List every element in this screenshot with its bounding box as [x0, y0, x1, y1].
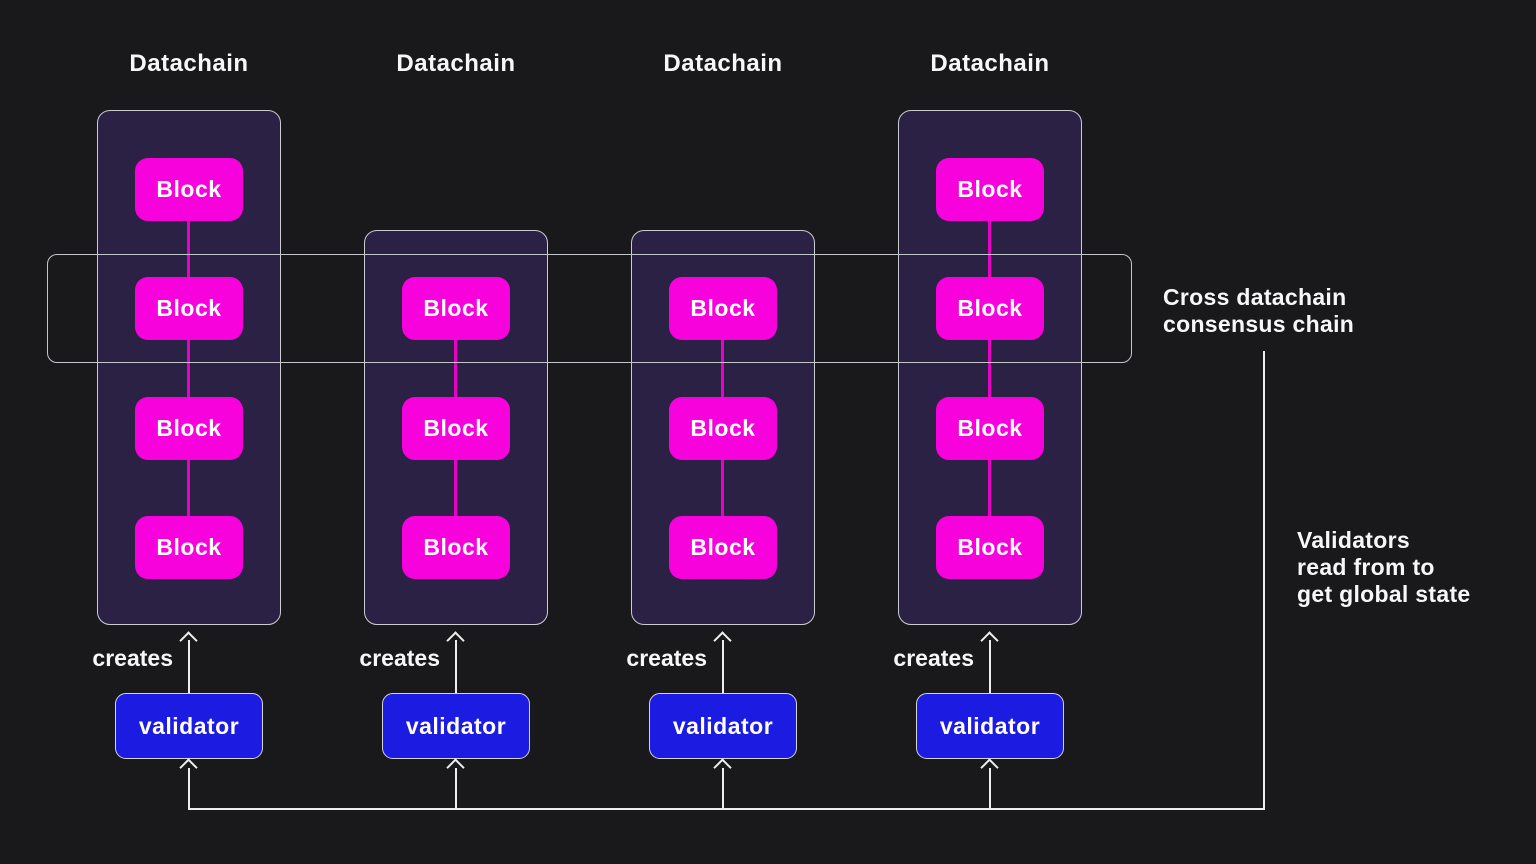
block-node: Block [936, 516, 1044, 579]
validator-node: validator [115, 693, 263, 759]
creates-arrow-line [455, 640, 457, 693]
block-connector-line [721, 340, 724, 397]
block-connector-line [988, 460, 991, 516]
cross-consensus-label: Cross datachain consensus chain [1163, 284, 1355, 337]
global-state-line-vertical [1263, 351, 1265, 810]
datachain-title: Datachain [930, 50, 1050, 77]
creates-label: creates [626, 645, 707, 671]
datachain-title: Datachain [663, 50, 783, 77]
block-connector-line [454, 460, 457, 516]
creates-arrow-line [722, 640, 724, 693]
arrow-up-icon [980, 758, 999, 777]
feedback-arrow-line [989, 768, 991, 810]
arrow-up-icon [713, 631, 732, 650]
arrow-up-icon [446, 758, 465, 777]
block-node: Block [669, 277, 777, 340]
block-node: Block [135, 277, 243, 340]
cross-consensus-band [47, 254, 1132, 363]
block-node: Block [135, 158, 243, 221]
arrow-up-icon [179, 631, 198, 650]
block-node: Block [936, 397, 1044, 460]
block-node: Block [669, 516, 777, 579]
creates-label: creates [893, 645, 974, 671]
block-connector-line [721, 460, 724, 516]
validator-node: validator [382, 693, 530, 759]
block-node: Block [135, 516, 243, 579]
validator-node: validator [916, 693, 1064, 759]
block-connector-line [988, 340, 991, 397]
block-connector-line [988, 221, 991, 277]
arrow-up-icon [980, 631, 999, 650]
block-connector-line [187, 460, 190, 516]
feedback-arrow-line [455, 768, 457, 810]
validators-note: Validators read from to get global state [1297, 527, 1471, 607]
feedback-arrow-line [188, 768, 190, 810]
block-node: Block [402, 277, 510, 340]
datachain-title: Datachain [129, 50, 249, 77]
block-node: Block [402, 516, 510, 579]
block-connector-line [187, 340, 190, 397]
block-node: Block [402, 397, 510, 460]
block-connector-line [187, 221, 190, 277]
block-connector-line [454, 340, 457, 397]
arrow-up-icon [713, 758, 732, 777]
creates-arrow-line [989, 640, 991, 693]
arrow-up-icon [446, 631, 465, 650]
block-node: Block [936, 158, 1044, 221]
block-node: Block [669, 397, 777, 460]
validator-node: validator [649, 693, 797, 759]
datachain-title: Datachain [396, 50, 516, 77]
arrow-up-icon [179, 758, 198, 777]
block-node: Block [135, 397, 243, 460]
creates-label: creates [92, 645, 173, 671]
global-state-line-horizontal [188, 808, 1265, 810]
feedback-arrow-line [722, 768, 724, 810]
block-node: Block [936, 277, 1044, 340]
creates-arrow-line [188, 640, 190, 693]
creates-label: creates [359, 645, 440, 671]
